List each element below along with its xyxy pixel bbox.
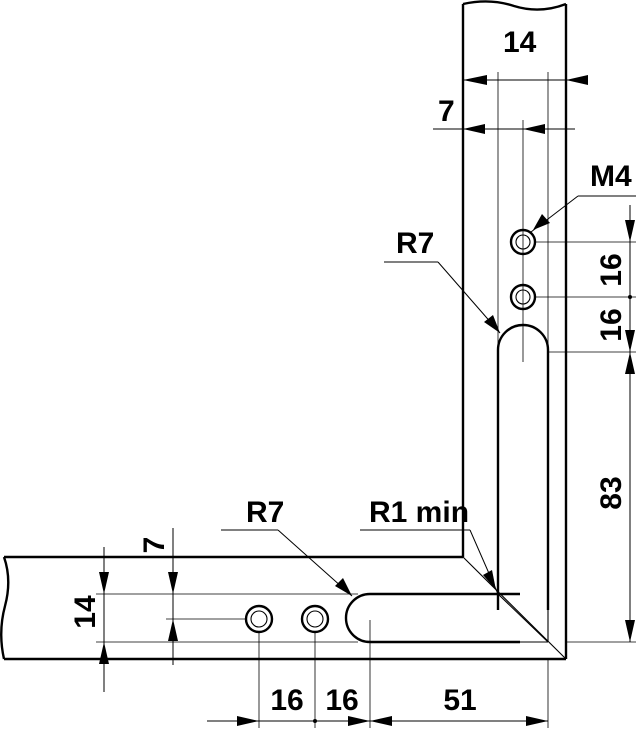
corner-radius-label: R1 min — [369, 496, 469, 529]
vertical-radius-callout: R7 — [384, 227, 501, 334]
dim-top-width: 14 — [463, 26, 588, 362]
vertical-spacing-1-label: 16 — [595, 253, 628, 286]
hole-horizontal-1 — [244, 604, 274, 634]
horizontal-radius-callout: R7 — [221, 496, 353, 597]
horizontal-spacing-1-label: 16 — [270, 684, 303, 717]
corner-radius-callout: R1 min — [360, 496, 499, 595]
top-width-label: 14 — [503, 26, 537, 59]
left-half-label: 7 — [138, 537, 171, 554]
vertical-slot-length-label: 83 — [595, 476, 628, 509]
thread-label: M4 — [590, 160, 632, 193]
thread-callout: M4 — [530, 160, 636, 233]
dim-left-width: 14 — [69, 547, 358, 692]
top-break-line — [462, 0, 567, 11]
bracket-outline — [4, 4, 568, 661]
dim-vertical-chain: 16 16 83 — [535, 205, 636, 643]
left-break-line — [0, 556, 10, 660]
dim-left-half: 7 — [96, 528, 358, 665]
dim-horizontal-chain: 16 16 51 — [207, 620, 549, 728]
horizontal-slot-length-label: 51 — [443, 684, 476, 717]
top-half-label: 7 — [438, 95, 455, 128]
hole-horizontal-2 — [300, 604, 330, 634]
vertical-spacing-2-label: 16 — [595, 308, 628, 341]
left-width-label: 14 — [69, 595, 102, 629]
dim-top-half: 7 — [433, 95, 575, 362]
vertical-radius-label: R7 — [396, 227, 434, 260]
horizontal-spacing-2-label: 16 — [325, 684, 358, 717]
vertical-slot — [496, 323, 550, 610]
horizontal-radius-label: R7 — [246, 496, 284, 529]
horizontal-slot — [344, 592, 520, 644]
